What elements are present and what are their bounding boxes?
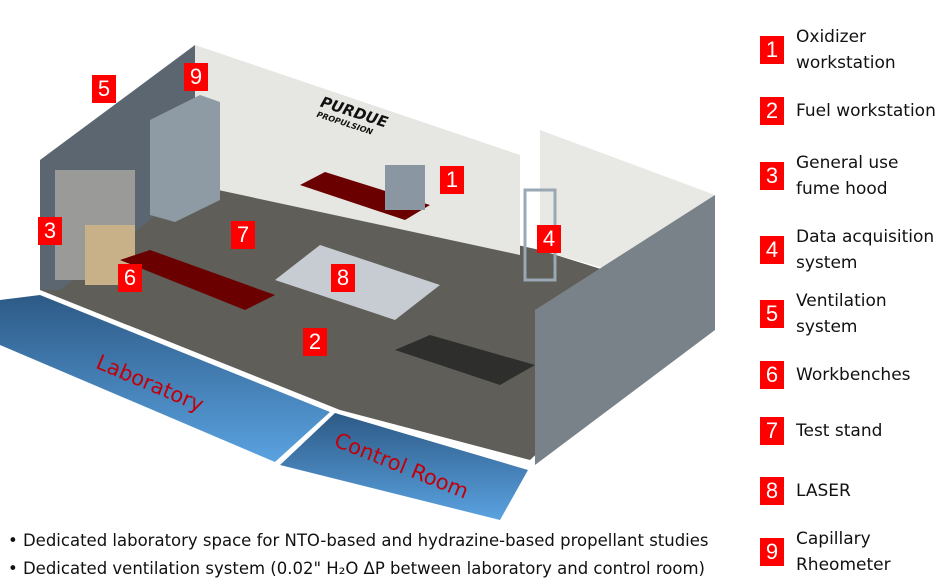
legend-number: 6	[760, 361, 784, 389]
legend-item-capillary-rheometer: 9 Capillary Rheometer	[760, 526, 891, 578]
legend-label: Fuel workstation	[796, 101, 936, 121]
optical-table	[275, 245, 440, 320]
right-wall	[535, 195, 715, 465]
legend-number: 7	[760, 417, 784, 445]
marker-3: 3	[38, 217, 62, 245]
legend-label: Data acquisition system	[796, 227, 935, 273]
marker-8: 8	[331, 264, 355, 292]
laboratory-floor-zone	[0, 295, 330, 462]
legend-item-fume-hood: 3 General use fume hood	[760, 150, 899, 202]
marker-2: 2	[303, 328, 327, 356]
legend-label: Workbenches	[796, 365, 911, 385]
control-room-bench	[395, 335, 535, 385]
control-room-floor-zone	[280, 413, 528, 520]
bullet-item: • Dedicated laboratory space for NTO-bas…	[8, 531, 709, 550]
legend-label: Oxidizer workstation	[796, 27, 896, 73]
legend-item-ventilation: 5 Ventilation system	[760, 288, 887, 340]
lab-isometric-scene	[0, 45, 715, 520]
legend-number: 2	[760, 97, 784, 125]
legend-item-test-stand: 7 Test stand	[760, 417, 882, 445]
marker-9: 9	[184, 63, 208, 91]
oxidizer-tank	[385, 165, 425, 210]
legend-label: LASER	[796, 481, 851, 501]
legend-item-fuel-workstation: 2 Fuel workstation	[760, 97, 936, 125]
marker-5: 5	[92, 75, 116, 103]
marker-1: 1	[440, 166, 464, 194]
legend-item-workbenches: 6 Workbenches	[760, 361, 911, 389]
marker-7: 7	[231, 221, 255, 249]
legend-label: Test stand	[796, 421, 883, 441]
legend-label: Capillary Rheometer	[796, 529, 891, 575]
legend-item-oxidizer-workstation: 1 Oxidizer workstation	[760, 24, 896, 76]
workbench-left	[120, 250, 275, 310]
legend-number: 3	[760, 162, 784, 190]
legend-label: Ventilation system	[796, 291, 887, 337]
bullet-list: • Dedicated laboratory space for NTO-bas…	[8, 527, 709, 583]
legend-number: 5	[760, 300, 784, 328]
bullet-item: • Dedicated ventilation system (0.02" H₂…	[8, 559, 705, 578]
legend-number: 4	[760, 236, 784, 264]
legend-number: 9	[760, 538, 784, 566]
back-wall	[195, 45, 520, 255]
legend-label: General use fume hood	[796, 153, 899, 199]
legend-item-laser: 8 LASER	[760, 477, 851, 505]
legend-item-data-acquisition: 4 Data acquisition system	[760, 224, 934, 276]
legend-number: 8	[760, 477, 784, 505]
marker-4: 4	[537, 225, 561, 253]
legend-number: 1	[760, 36, 784, 64]
rheometer-cabinet	[150, 95, 220, 222]
marker-6: 6	[118, 264, 142, 292]
